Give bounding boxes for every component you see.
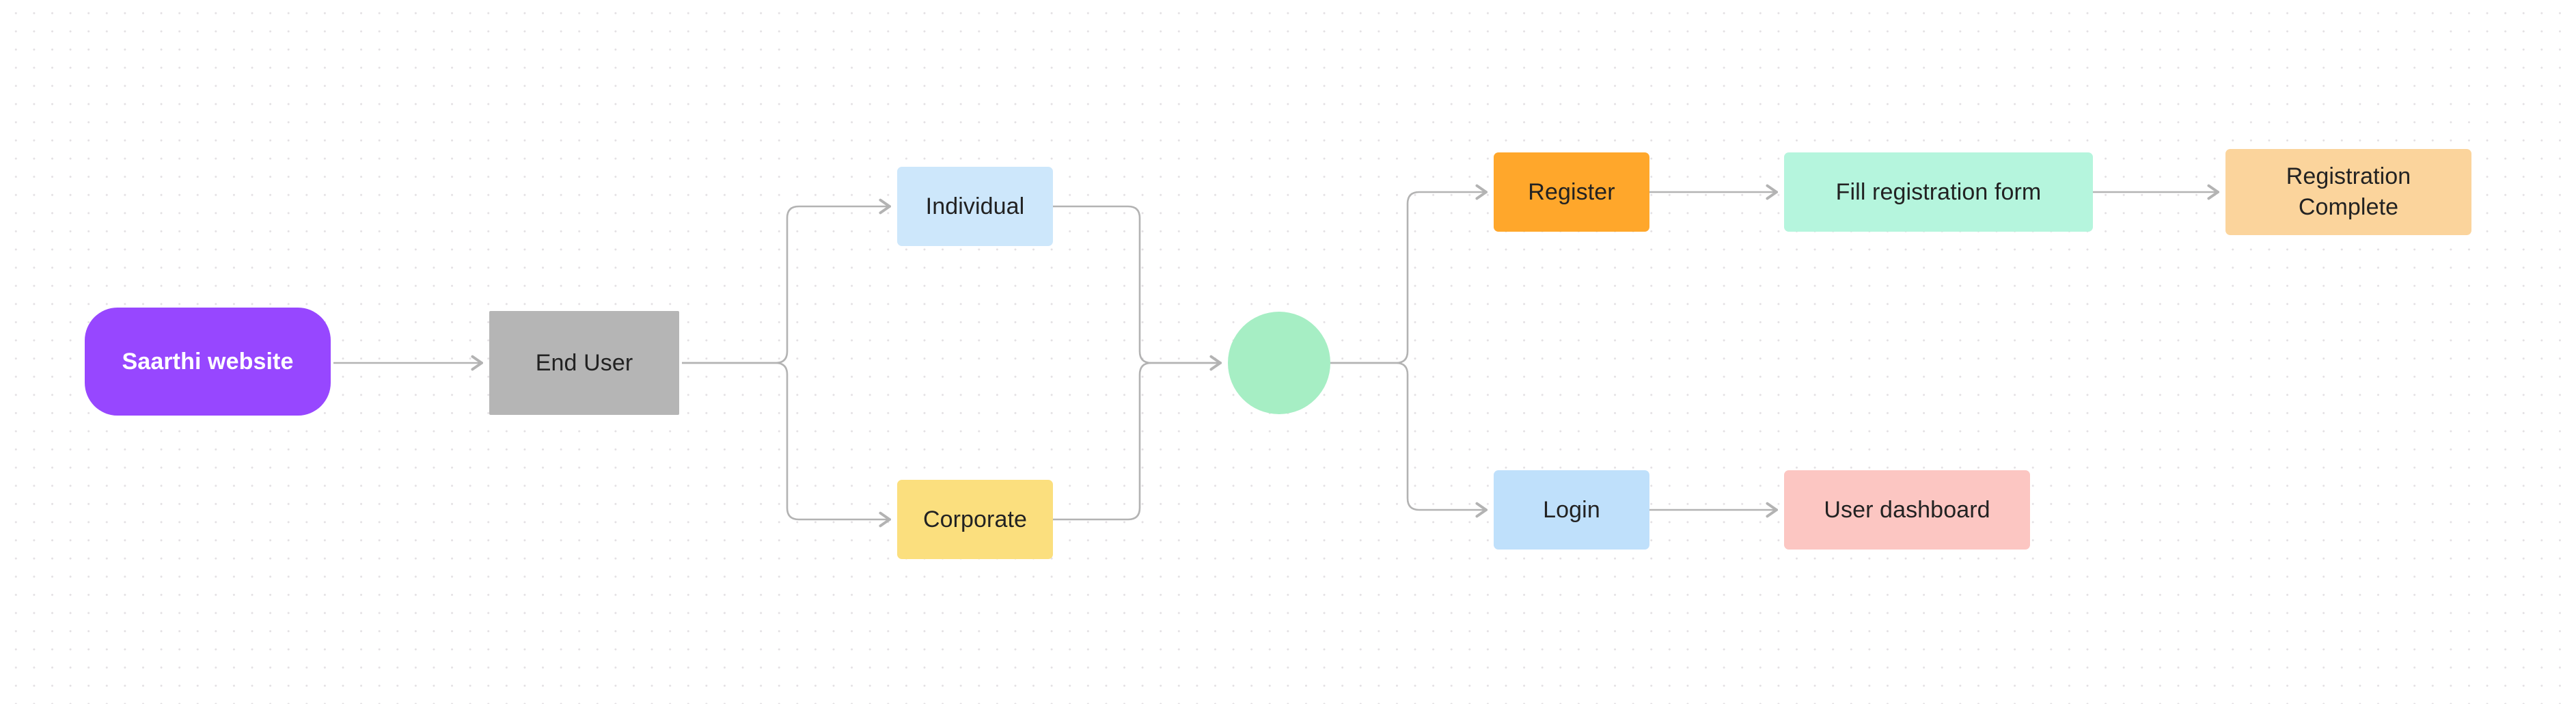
edge-hub-to-register [1330,184,1488,364]
edge-end-user-to-corporate [682,362,891,528]
node-registration-complete[interactable]: Registration Complete [2225,149,2471,235]
edge-end-user-to-individual [682,198,891,364]
node-register[interactable]: Register [1494,152,1649,232]
edge-individual-to-hub [1053,205,1222,371]
node-label-end-user: End User [535,349,633,376]
node-label-register: Register [1528,178,1615,205]
node-label-corporate: Corporate [922,506,1028,532]
node-label-registration-complete: Registration Complete [2286,163,2411,220]
node-label-user-dashboard: User dashboard [1824,496,1990,523]
node-user-dashboard[interactable]: User dashboard [1784,470,2030,550]
edge-hub-to-login [1330,362,1488,518]
node-label-login: Login [1543,496,1600,523]
node-fill-registration-form[interactable]: Fill registration form [1784,152,2093,232]
node-corporate[interactable]: Corporate [897,480,1053,559]
node-label-fill-registration-form: Fill registration form [1835,178,2042,205]
node-decision-hub[interactable] [1228,312,1330,414]
node-login[interactable]: Login [1494,470,1649,550]
edge-corporate-to-hub [1053,362,1222,521]
node-saarthi-website[interactable]: Saarthi website [85,308,331,416]
node-label-saarthi-website: Saarthi website [122,348,294,375]
node-end-user[interactable]: End User [489,311,679,415]
node-individual[interactable]: Individual [897,167,1053,246]
node-label-individual: Individual [925,193,1025,219]
